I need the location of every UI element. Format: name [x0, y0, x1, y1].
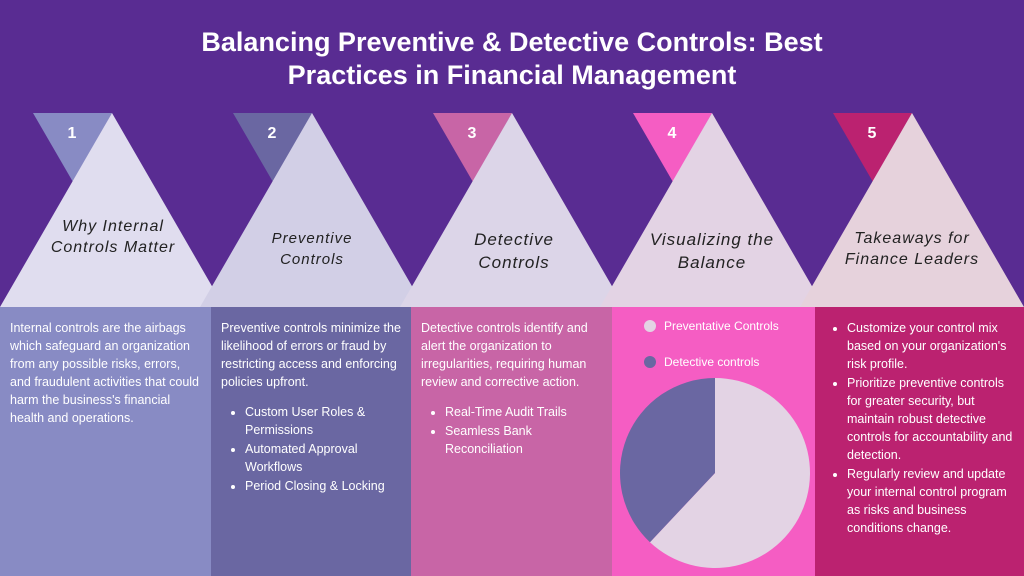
- bullet: Seamless Bank Reconciliation: [445, 422, 602, 458]
- panel-text: Detective controls identify and alert th…: [421, 321, 588, 389]
- step-title-line: Controls Matter: [50, 239, 176, 256]
- step-title-line: Finance Leaders: [844, 251, 980, 268]
- legend-item: Preventative Controls: [644, 317, 783, 335]
- step-title-line: Balance: [677, 253, 747, 272]
- legend-dot: [644, 320, 656, 332]
- legend-dot: [644, 356, 656, 368]
- bullet: Custom User Roles & Permissions: [245, 403, 401, 439]
- legend-label: Preventative Controls: [664, 319, 779, 333]
- pie-slice-detective-controls: [620, 378, 715, 543]
- title-line-1: Balancing Preventive & Detective Control…: [201, 27, 823, 57]
- step-marker-triangle: [33, 113, 112, 182]
- step-title-line: Controls: [478, 253, 550, 272]
- step-marker-triangle: [233, 113, 312, 182]
- pie-slice-preventative-controls: [649, 378, 810, 568]
- bullet: Real-Time Audit Trails: [445, 403, 602, 421]
- step-triangle: [0, 113, 224, 307]
- legend-item: Detective controls: [644, 353, 783, 371]
- step-title-line: Visualizing the: [649, 230, 775, 249]
- bullet: Period Closing & Locking: [245, 477, 401, 495]
- step-title-line: Preventive: [271, 230, 353, 247]
- step-title-line: Controls: [280, 251, 344, 268]
- step-triangle: [600, 113, 824, 307]
- step-title-line: Takeaways for: [854, 230, 970, 247]
- bullet: Prioritize preventive controls for great…: [847, 374, 1014, 464]
- step-triangle: [200, 113, 424, 307]
- step-title-line: Why Internal: [62, 218, 164, 235]
- step-number: 3: [467, 125, 477, 142]
- title-line-2: Practices in Financial Management: [287, 60, 737, 90]
- bullet: Automated Approval Workflows: [245, 440, 401, 476]
- step-number: 1: [67, 125, 77, 142]
- step-marker-triangle: [433, 113, 512, 182]
- panel-takeaways: Customize your control mix based on your…: [815, 307, 1024, 576]
- panel-text: Preventive controls minimize the likelih…: [221, 321, 401, 389]
- bullet: Customize your control mix based on your…: [847, 319, 1014, 373]
- step-title-line: Detective: [474, 230, 554, 249]
- panel-preventive: Preventive controls minimize the likelih…: [211, 307, 411, 576]
- panel-text: Internal controls are the airbags which …: [10, 321, 200, 425]
- panel-detective: Detective controls identify and alert th…: [411, 307, 612, 576]
- bullet: Regularly review and update your interna…: [847, 465, 1014, 537]
- step-number: 4: [667, 125, 677, 142]
- pie-chart: [620, 378, 810, 568]
- step-triangle: [800, 113, 1024, 307]
- panel-why-internal-controls: Internal controls are the airbags which …: [0, 307, 211, 576]
- page-title: Balancing Preventive & Detective Control…: [0, 26, 1024, 92]
- legend-label: Detective controls: [664, 355, 760, 369]
- step-marker-triangle: [833, 113, 912, 182]
- step-marker-triangle: [633, 113, 712, 182]
- step-number: 2: [267, 125, 277, 142]
- step-triangle: [400, 113, 624, 307]
- step-number: 5: [867, 125, 877, 142]
